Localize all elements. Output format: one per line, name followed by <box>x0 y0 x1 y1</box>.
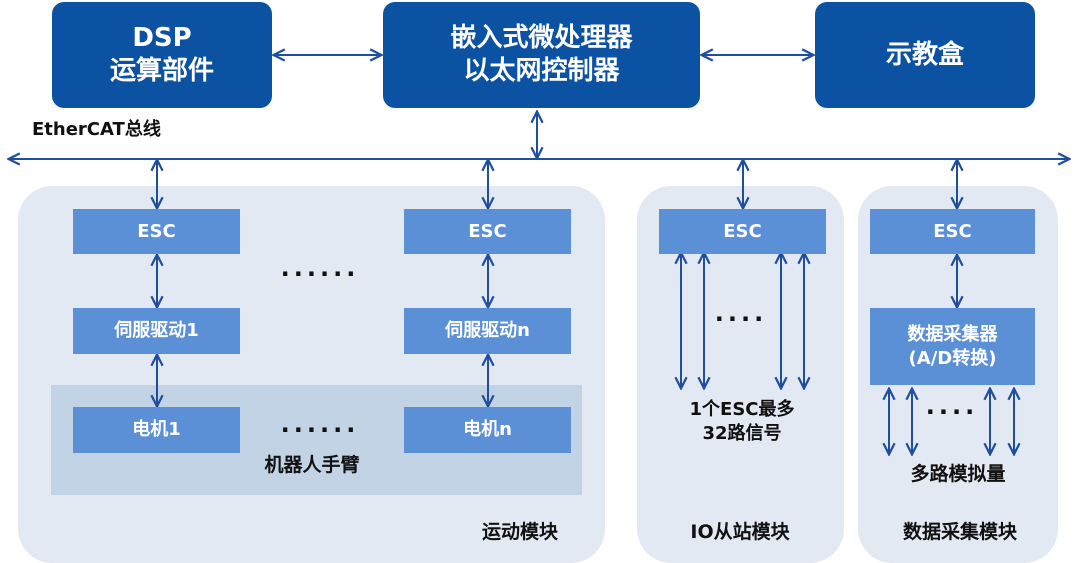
daq-esc-label: ESC <box>933 220 972 242</box>
io-ellipsis: ···· <box>714 305 768 333</box>
servo-drive-1-label: 伺服驱动1 <box>114 320 199 341</box>
teach-pendant-label: 示教盒 <box>885 39 964 70</box>
servo-drive-n: 伺服驱动n <box>404 308 571 354</box>
motor-n-label: 电机n <box>463 419 512 440</box>
motion-ellipsis-bottom: ······ <box>280 416 360 444</box>
motion-esc-1-label: ESC <box>137 220 176 242</box>
embedded-processor-ethernet-controller: 嵌入式微处理器 以太网控制器 <box>383 2 700 108</box>
servo-drive-1: 伺服驱动1 <box>73 308 240 354</box>
io-esc: ESC <box>659 209 826 254</box>
dsp-line-1: DSP <box>132 23 192 53</box>
daq-esc: ESC <box>870 209 1035 254</box>
motion-ellipsis-top: ······ <box>280 260 360 288</box>
io-module-label: IO从站模块 <box>690 521 790 543</box>
data-collector-line-1: 数据采集器 <box>907 323 998 345</box>
controller-line-1: 嵌入式微处理器 <box>450 23 633 53</box>
io-signal-note-line-1: 1个ESC最多 <box>689 399 795 420</box>
data-collector: 数据采集器 (A/D转换) <box>870 308 1035 385</box>
motor-1: 电机1 <box>73 407 240 453</box>
multi-analog-signal-label: 多路模拟量 <box>910 463 1006 485</box>
io-signal-note: 1个ESC最多 32路信号 <box>657 398 827 446</box>
motion-esc-1: ESC <box>73 209 240 254</box>
daq-module-label: 数据采集模块 <box>902 521 1017 543</box>
daq-ellipsis: ···· <box>925 398 979 426</box>
io-signal-note-line-2: 32路信号 <box>702 423 782 444</box>
controller-line-2: 以太网控制器 <box>463 56 620 86</box>
motor-1-label: 电机1 <box>132 419 181 440</box>
motion-module-label: 运动模块 <box>481 521 558 543</box>
ethercat-bus-label: EtherCAT总线 <box>32 119 161 140</box>
motor-n: 电机n <box>404 407 571 453</box>
robot-arm-label: 机器人手臂 <box>264 454 360 476</box>
motion-esc-n: ESC <box>404 209 571 254</box>
data-collector-line-2: (A/D转换) <box>908 347 997 369</box>
io-esc-label: ESC <box>723 220 762 242</box>
dsp-computing-unit: DSP 运算部件 <box>52 2 272 108</box>
servo-drive-n-label: 伺服驱动n <box>445 320 530 341</box>
dsp-line-2: 运算部件 <box>109 56 214 86</box>
motion-esc-n-label: ESC <box>468 220 507 242</box>
teach-pendant: 示教盒 <box>815 2 1035 108</box>
